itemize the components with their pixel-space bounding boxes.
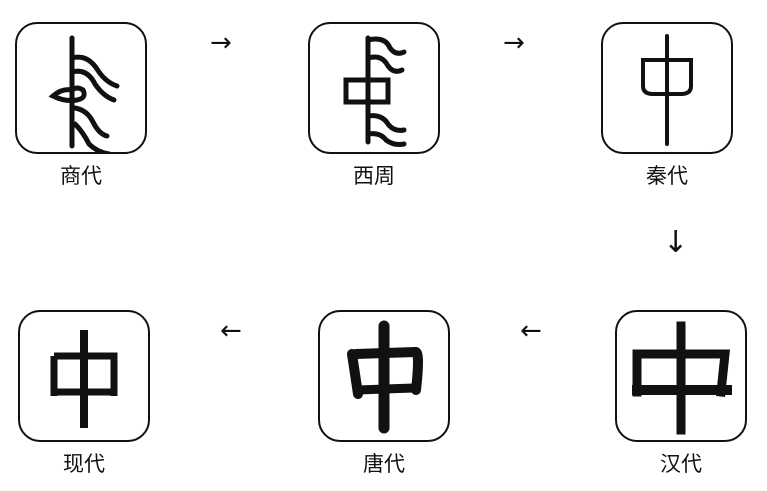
arrow-left-icon: ← [520,316,542,346]
glyph-box-modern [18,310,150,442]
era-label-han: 汉代 [660,452,702,476]
oracle-bone-zhong-glyph [48,35,120,157]
glyph-box-western-zhou [308,22,440,154]
arrow-left-icon: ← [220,316,242,346]
glyph-box-tang [318,310,450,442]
glyph-box-shang [15,22,147,157]
seal-zhong-glyph [641,34,693,146]
arrow-down-icon: ↓ [663,225,689,260]
modern-zhong-glyph [50,330,118,428]
clerical-zhong-glyph [632,321,732,435]
regular-zhong-glyph [347,320,423,434]
era-label-western-zhou: 西周 [353,164,395,188]
era-label-tang: 唐代 [363,452,405,476]
arrow-right-icon: → [503,28,525,58]
arrow-right-icon: → [210,28,232,58]
era-label-qin: 秦代 [646,164,688,188]
era-label-modern: 现代 [63,452,105,476]
bronze-zhong-glyph [343,35,407,147]
glyph-box-han [615,310,747,442]
era-label-shang: 商代 [60,164,102,188]
glyph-box-qin [601,22,733,154]
